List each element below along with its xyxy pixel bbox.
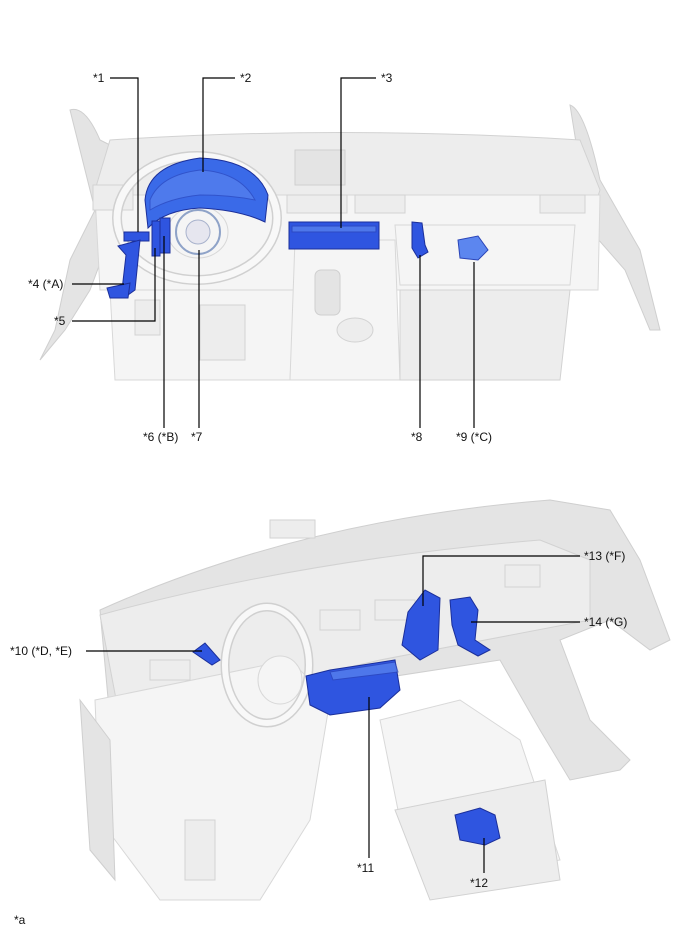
callout-8: *8 — [411, 430, 423, 444]
callout-9: *9 (*C) — [456, 430, 493, 444]
part-12 — [454, 807, 501, 846]
bottom-view-dashboard — [79, 499, 671, 901]
callout-11: *11 — [357, 861, 375, 875]
part-8 — [411, 221, 429, 259]
callout-14: *14 (*G) — [584, 615, 628, 629]
callout-13: *13 (*F) — [584, 549, 626, 563]
part-5 — [151, 220, 161, 257]
callout-3: *3 — [381, 71, 393, 85]
callout-10: *10 (*D, *E) — [10, 644, 73, 658]
figure-id-label: *a — [14, 913, 26, 927]
part-6 — [159, 217, 171, 254]
part-14 — [449, 596, 491, 657]
part-1 — [123, 231, 150, 242]
bottom-view-leader-lines — [86, 555, 580, 873]
callout-1: *1 — [93, 71, 105, 85]
part-10 — [192, 642, 221, 666]
top-view-parts — [106, 157, 489, 299]
callout-4: *4 (*A) — [28, 277, 64, 291]
part-13 — [401, 589, 441, 661]
callout-7: *7 — [191, 430, 203, 444]
top-view-leader-lines — [72, 77, 475, 428]
callout-12: *12 — [470, 876, 489, 890]
callout-6: *6 (*B) — [143, 430, 179, 444]
part-9 — [457, 235, 489, 261]
callout-5: *5 — [54, 314, 66, 328]
part-7 — [175, 209, 221, 255]
bottom-view-parts — [192, 589, 501, 846]
callout-2: *2 — [240, 71, 252, 85]
